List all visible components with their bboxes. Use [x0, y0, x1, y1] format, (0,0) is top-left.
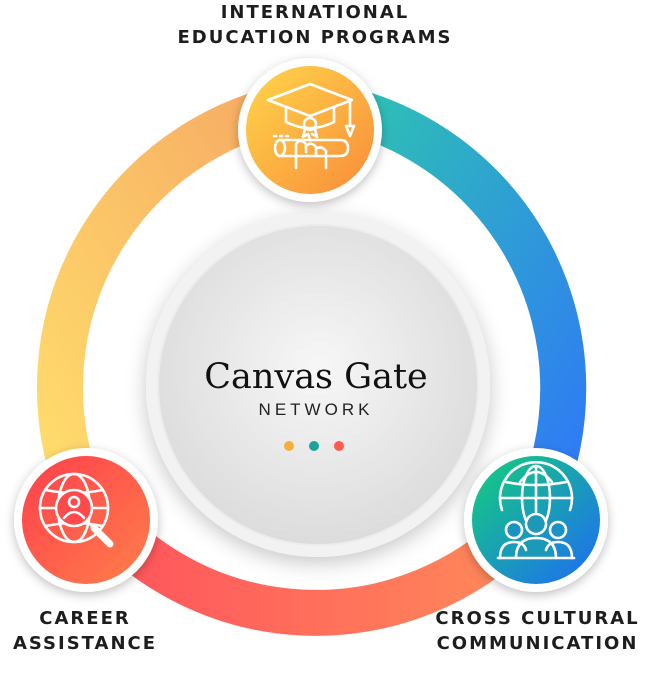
center-dot-2 — [309, 441, 319, 451]
node-career[interactable] — [14, 448, 158, 592]
center-title: Canvas Gate — [204, 357, 428, 397]
globe-people-icon — [496, 460, 576, 560]
ring-arc-top-left — [36, 80, 314, 493]
label-career-line1: CAREER — [39, 608, 131, 629]
node-cross-cultural[interactable] — [464, 448, 608, 592]
node-education[interactable] — [238, 58, 382, 202]
center-dot-3 — [334, 441, 344, 451]
label-career: CAREER ASSISTANCE — [0, 606, 170, 656]
globe-magnifier-person-icon — [38, 472, 114, 548]
label-cross-cultural: CROSS CULTURAL COMMUNICATION — [425, 606, 650, 656]
center-dot-1 — [284, 441, 294, 451]
label-education: INTERNATIONAL EDUCATION PROGRAMS — [140, 0, 490, 50]
graduation-cap-diploma-icon — [266, 82, 356, 170]
center-hub: Canvas Gate NETWORK — [146, 213, 490, 557]
label-career-line2: ASSISTANCE — [12, 633, 158, 654]
label-education-line2: EDUCATION PROGRAMS — [177, 27, 453, 48]
label-cross-cultural-line1: CROSS CULTURAL — [435, 608, 640, 629]
center-subtitle: NETWORK — [259, 400, 374, 419]
ring-arc-top-right — [307, 80, 587, 520]
label-education-line1: INTERNATIONAL — [220, 2, 410, 23]
label-cross-cultural-line2: COMMUNICATION — [436, 633, 639, 654]
